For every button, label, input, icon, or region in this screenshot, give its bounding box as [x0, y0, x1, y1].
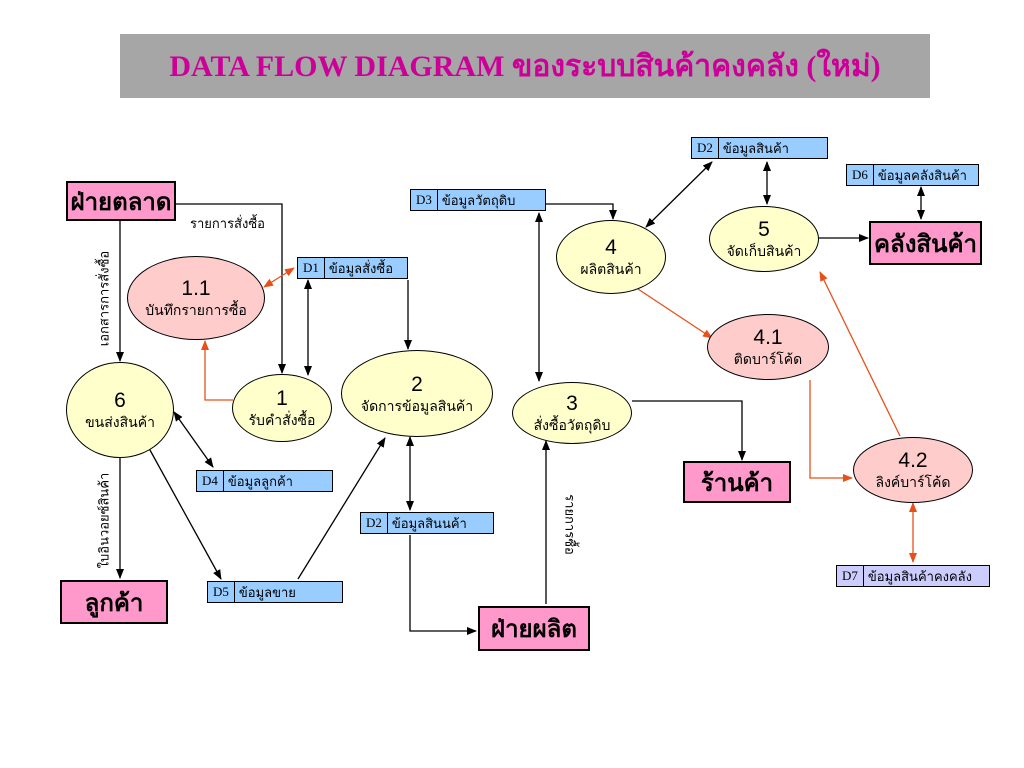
flow-p4_1-to-p4_2 — [809, 380, 853, 482]
external-customer: ลูกค้า — [60, 580, 168, 624]
process-2: 2 จัดการข้อมูลสินค้า — [341, 350, 493, 437]
store-d4: D4 ข้อมูลลูกค้า — [196, 470, 333, 492]
page-title: DATA FLOW DIAGRAM ของระบบสินค้าคงคลัง (ใ… — [169, 49, 881, 83]
title-banner: DATA FLOW DIAGRAM ของระบบสินค้าคงคลัง (ใ… — [120, 34, 930, 98]
flow-d5-to-p2 — [297, 437, 386, 580]
process-1: 1 รับคำสั่งซื้อ — [232, 374, 332, 442]
external-production: ฝ่ายผลิต — [478, 606, 590, 651]
label-purchase-list: รายการซื้อ — [562, 494, 578, 555]
external-marketing: ฝ่ายตลาด — [66, 181, 176, 221]
flow-p6-d5 — [144, 440, 222, 580]
label-order-docs: เอกสารการสั่งซื้อ — [96, 250, 112, 347]
store-d2-mid: D2 ข้อมูลสินนค้า — [360, 512, 494, 534]
flow-d3-to-p4 — [545, 203, 617, 220]
process-4: 4 ผลิตสินค้า — [556, 220, 666, 294]
process-6: 6 ขนส่งสินค้า — [66, 362, 174, 458]
store-d7: D7 ข้อมูลสินค้าคงคลัง — [836, 565, 990, 587]
store-d3: D3 ข้อมูลวัตถุดิบ — [410, 189, 546, 211]
process-5: 5 จัดเก็บสินค้า — [709, 206, 819, 272]
process-4-2: 4.2 ลิงค์บาร์โค้ด — [853, 437, 973, 503]
store-d2-top: D2 ข้อมูลสินค้า — [691, 137, 828, 159]
flow-marketing-to-p1 — [176, 203, 286, 374]
flow-p1_1-d1 — [263, 267, 295, 288]
flow-p3-to-shop — [632, 400, 746, 461]
flow-p1-to-p1_1 — [201, 340, 233, 401]
process-1-1: 1.1 บันทึกรายการซื้อ — [127, 256, 265, 340]
store-d5: D5 ข้อมูลขาย — [207, 581, 343, 603]
label-invoice: ใบอินวอยซ์สินค้า — [96, 472, 112, 569]
flow-d2-to-production — [409, 535, 477, 635]
external-warehouse: คลังสินค้า — [869, 221, 982, 265]
flow-p4-to-p4_1 — [637, 288, 713, 339]
process-4-1: 4.1 ติดบาร์โค้ด — [707, 314, 829, 380]
flow-p6-d4 — [173, 411, 214, 468]
process-3: 3 สั่งซื้อวัตถุดิบ — [512, 382, 632, 444]
flow-d2-p4 — [645, 161, 713, 228]
store-d1: D1 ข้อมูลสั่งซื้อ — [297, 257, 408, 279]
store-d6: D6 ข้อมูลคลังสินค้า — [846, 164, 979, 186]
label-order-list: รายการสั่งซื้อ — [190, 216, 265, 231]
flow-p4_2-to-p5 — [819, 271, 901, 437]
external-shop: ร้านค้า — [683, 461, 791, 503]
